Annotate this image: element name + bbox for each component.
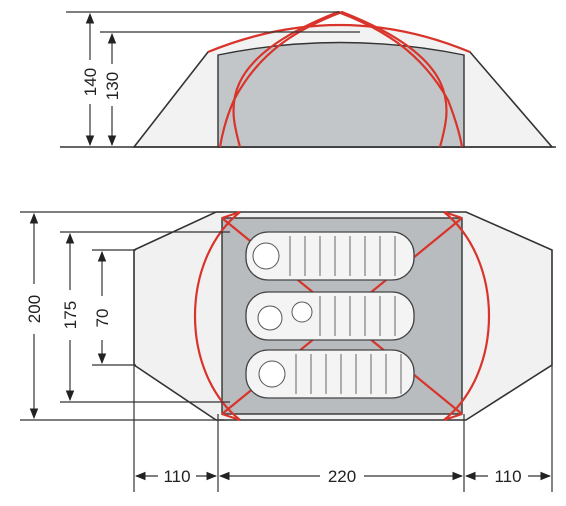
plan-pole-arc-right: [443, 211, 490, 421]
plan-pole-corner-tr: [443, 210, 463, 220]
plan-dim-110-left-label: 110: [163, 467, 190, 486]
plan-pole-arc-left: [194, 211, 241, 421]
plan-dim-110-right-label: 110: [494, 467, 521, 486]
plan-pole-corner-tl: [221, 210, 241, 220]
side-dim-140-label: 140: [81, 68, 100, 96]
sleeping-bag-3: [245, 349, 415, 399]
side-inner-panel: [217, 41, 465, 148]
plan-pole-corner-bl: [221, 412, 241, 422]
plan-view: 200 175 70 110 220 110: [20, 210, 553, 492]
side-dim-130-label: 130: [103, 72, 122, 100]
sleeping-bag-2: [245, 291, 415, 341]
sleeping-bag-1: [245, 231, 415, 281]
side-pole-right: [218, 10, 448, 148]
side-pole-ridge: [207, 23, 471, 54]
side-view: 140 130: [60, 10, 556, 148]
plan-dim-70-label: 70: [93, 309, 112, 328]
plan-dim-220-label: 220: [328, 467, 356, 486]
plan-dim-175-label: 175: [61, 301, 80, 329]
plan-pole-corner-br: [443, 412, 463, 422]
plan-dim-200-label: 200: [25, 295, 44, 323]
